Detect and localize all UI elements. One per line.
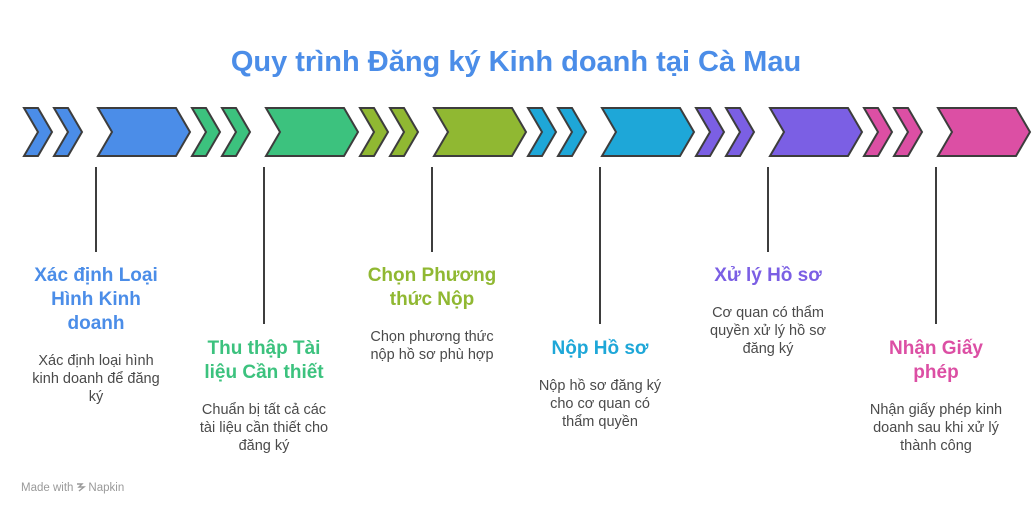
- step-6-chevron-small: [862, 107, 894, 157]
- step-1-description: Xác định loại hình kinh doanh để đăng ký: [16, 352, 176, 406]
- step-6-description-line: Nhận giấy phép kinh: [869, 402, 1003, 418]
- step-3-title-line: Chọn Phương: [367, 265, 497, 286]
- step-6-title-line: Nhận Giấy: [889, 338, 983, 359]
- step-2-description: Chuẩn bị tất cả các tài liệu cần thiết ch…: [184, 401, 344, 455]
- step-2-title: Thu thập Tài liệu Cần thiết: [184, 337, 344, 385]
- step-2-title-line: liệu Cần thiết: [204, 362, 324, 383]
- step-5-description-line: quyền xử lý hồ sơ: [710, 323, 826, 339]
- step-4-description-line: cho cơ quan có: [550, 396, 650, 412]
- step-6-chevron-large: [936, 107, 1032, 157]
- step-6-title-line: phép: [913, 362, 959, 383]
- step-4-title-line: Nộp Hồ sơ: [551, 338, 649, 359]
- step-2-description-line: đăng ký: [238, 438, 290, 454]
- step-1-chevron-medium: [52, 107, 84, 157]
- step-3-description-line: Chọn phương thức: [370, 329, 494, 345]
- step-1-chevron-small: [22, 107, 54, 157]
- watermark: Made with Napkin: [21, 482, 124, 494]
- step-4-description: Nộp hồ sơ đăng ký cho cơ quan có thẩm quyề…: [520, 377, 680, 431]
- step-4-title: Nộp Hồ sơ: [520, 337, 680, 361]
- step-5-title-line: Xử lý Hồ sơ: [714, 265, 822, 286]
- step-5-chevron-large: [768, 107, 864, 157]
- step-6-description: Nhận giấy phép kinh doanh sau khi xử lý th…: [856, 401, 1016, 455]
- step-4-description-line: Nộp hồ sơ đăng ký: [538, 378, 662, 394]
- step-3-description-line: nộp hồ sơ phù hợp: [370, 347, 494, 363]
- step-3-title-line: thức Nộp: [389, 289, 475, 310]
- step-4-chevron-small: [526, 107, 558, 157]
- step-3-chevron-small: [358, 107, 390, 157]
- step-5-description-line: Cơ quan có thẩm: [712, 305, 824, 321]
- step-3-description: Chọn phương thức nộp hồ sơ phù hợp: [352, 328, 512, 364]
- step-6-description-line: thành công: [900, 438, 972, 454]
- watermark-brand: Napkin: [88, 482, 125, 494]
- step-6-title: Nhận Giấy phép: [856, 337, 1016, 385]
- step-2-chevron-medium: [220, 107, 252, 157]
- page-title: Quy trình Đăng ký Kinh doanh tại Cà Mau: [230, 46, 802, 78]
- step-1-title-line: Hình Kinh: [51, 289, 141, 310]
- step-2-title-line: Thu thập Tài: [207, 338, 321, 359]
- step-2-description-line: tài liệu cần thiết cho: [199, 420, 329, 436]
- napkin-logo-icon: [77, 483, 87, 492]
- step-3-chevron-medium: [388, 107, 420, 157]
- step-1-title-line: Xác định Loại: [34, 265, 158, 286]
- step-2-chevron-large: [264, 107, 360, 157]
- step-4-chevron-medium: [556, 107, 588, 157]
- step-4-description-line: thẩm quyền: [562, 414, 638, 430]
- step-5-description: Cơ quan có thẩm quyền xử lý hồ sơ đăng ký: [688, 304, 848, 358]
- step-3-title: Chọn Phương thức Nộp: [352, 264, 512, 312]
- step-2-description-line: Chuẩn bị tất cả các: [201, 402, 327, 418]
- step-3-chevron-large: [432, 107, 528, 157]
- step-1-chevron-large: [96, 107, 192, 157]
- step-6-chevron-medium: [892, 107, 924, 157]
- step-1-description-line: kinh doanh để đăng: [32, 371, 160, 387]
- step-5-description-line: đăng ký: [742, 341, 794, 357]
- step-1-description-line: Xác định loại hình: [38, 353, 154, 369]
- step-4-chevron-large: [600, 107, 696, 157]
- step-1-title-line: doanh: [67, 313, 125, 334]
- step-2-chevron-small: [190, 107, 222, 157]
- step-5-title: Xử lý Hồ sơ: [688, 264, 848, 288]
- step-1-description-line: ký: [88, 389, 104, 405]
- step-5-chevron-medium: [724, 107, 756, 157]
- watermark-prefix: Made with: [21, 482, 74, 494]
- step-6-description-line: doanh sau khi xử lý: [873, 420, 999, 436]
- step-5-chevron-small: [694, 107, 726, 157]
